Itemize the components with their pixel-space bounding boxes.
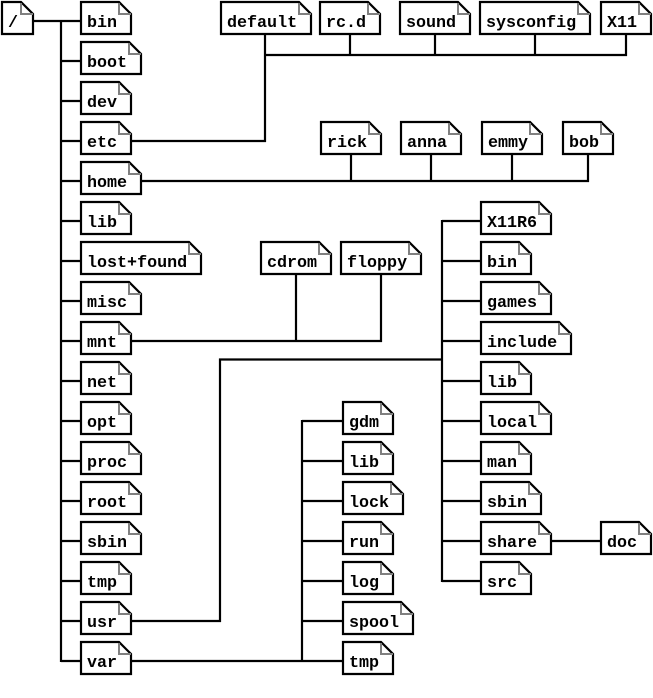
svg-text:home: home <box>87 174 127 193</box>
svg-text:floppy: floppy <box>347 254 407 273</box>
svg-text:share: share <box>487 534 537 553</box>
svg-text:gdm: gdm <box>349 414 379 433</box>
svg-text:doc: doc <box>607 534 637 553</box>
svg-text:log: log <box>349 574 379 593</box>
svg-text:opt: opt <box>87 414 117 433</box>
svg-text:/: / <box>8 14 18 33</box>
svg-text:misc: misc <box>87 294 127 313</box>
svg-text:run: run <box>349 534 379 553</box>
svg-text:etc: etc <box>87 134 117 153</box>
svg-text:lib: lib <box>87 214 117 233</box>
svg-text:src: src <box>487 574 517 593</box>
svg-text:X11: X11 <box>607 14 637 33</box>
svg-text:emmy: emmy <box>488 134 528 153</box>
svg-text:sbin: sbin <box>487 494 527 513</box>
svg-text:rc.d: rc.d <box>326 14 366 33</box>
svg-text:lost+found: lost+found <box>87 254 187 273</box>
svg-text:spool: spool <box>349 614 399 633</box>
svg-text:var: var <box>87 654 117 673</box>
svg-text:mnt: mnt <box>87 334 117 353</box>
svg-text:boot: boot <box>87 54 127 73</box>
svg-text:games: games <box>487 294 537 313</box>
svg-text:lock: lock <box>349 494 389 513</box>
svg-text:man: man <box>487 454 517 473</box>
svg-text:bob: bob <box>569 134 599 153</box>
svg-text:default: default <box>227 14 297 33</box>
svg-text:dev: dev <box>87 94 117 113</box>
svg-text:bin: bin <box>487 254 517 273</box>
svg-text:include: include <box>487 334 557 353</box>
svg-text:net: net <box>87 374 117 393</box>
svg-text:lib: lib <box>349 454 379 473</box>
svg-text:anna: anna <box>407 134 447 153</box>
svg-text:cdrom: cdrom <box>267 254 317 273</box>
svg-text:sound: sound <box>406 14 456 33</box>
svg-text:sbin: sbin <box>87 534 127 553</box>
svg-text:sysconfig: sysconfig <box>486 14 576 33</box>
svg-text:proc: proc <box>87 454 127 473</box>
svg-text:usr: usr <box>87 614 117 633</box>
svg-text:root: root <box>87 494 127 513</box>
svg-text:tmp: tmp <box>87 574 117 593</box>
svg-text:rick: rick <box>327 134 367 153</box>
svg-text:lib: lib <box>487 374 517 393</box>
svg-text:X11R6: X11R6 <box>487 214 537 233</box>
svg-text:tmp: tmp <box>349 654 379 673</box>
svg-text:local: local <box>487 414 537 433</box>
svg-text:bin: bin <box>87 14 117 33</box>
